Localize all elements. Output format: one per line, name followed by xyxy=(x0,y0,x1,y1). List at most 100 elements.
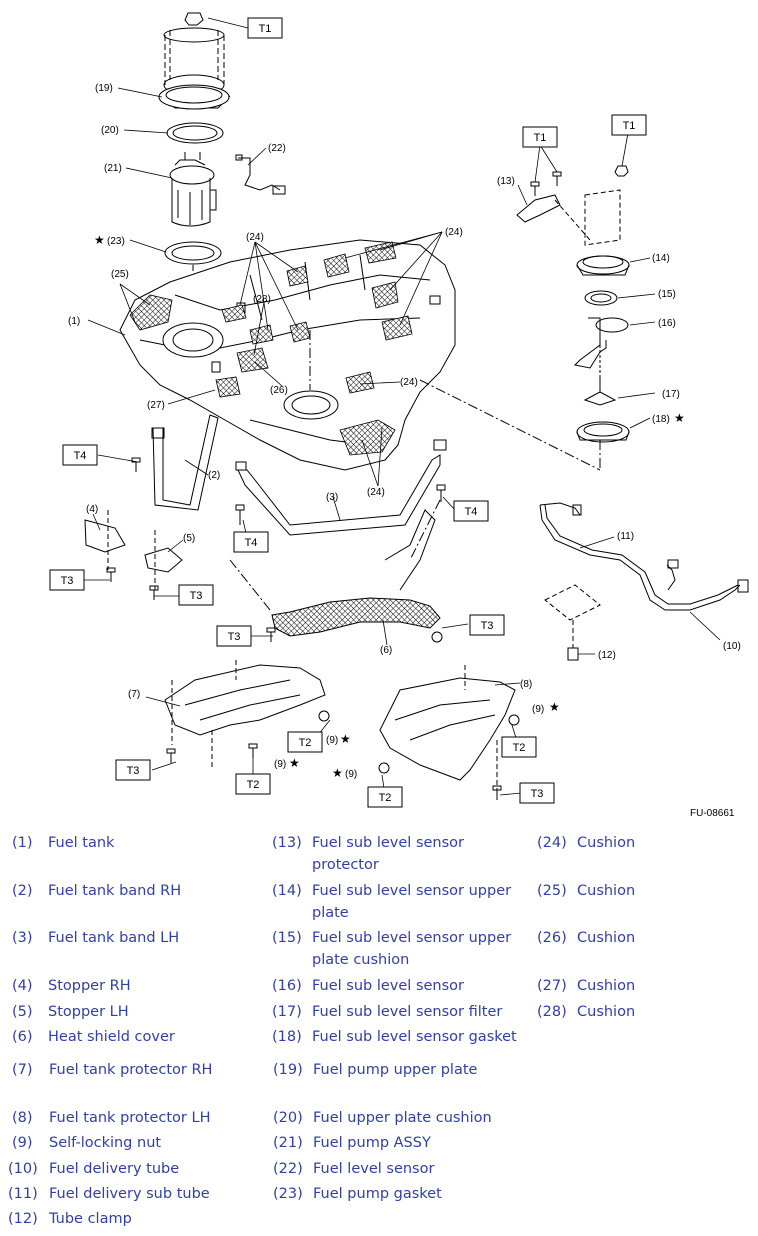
torque-box-t2-d: T2 xyxy=(501,736,537,758)
tube-clamp-drawing xyxy=(544,584,601,661)
leader-lines xyxy=(83,17,721,796)
fuel-upper-plate-cushion-drawing xyxy=(166,122,224,144)
torque-label: T4 xyxy=(465,506,478,518)
star-mark: ★ xyxy=(289,756,300,770)
legend-number: (13) xyxy=(272,835,302,851)
callout-14: (14) xyxy=(652,253,670,264)
callout-1: (1) xyxy=(68,316,80,327)
callout-2: (2) xyxy=(208,470,220,481)
legend-number: (3) xyxy=(12,930,33,946)
fuel-delivery-sub-tube-drawing xyxy=(539,502,679,591)
legend-number: (7) xyxy=(12,1062,33,1078)
legend-number: (24) xyxy=(537,835,567,851)
star-mark: ★ xyxy=(549,700,560,714)
star-mark: ★ xyxy=(340,732,351,746)
callout-24-a: (24) xyxy=(246,232,264,243)
torque-box-t1-top: T1 xyxy=(247,17,283,39)
self-locking-nut-drawings xyxy=(318,631,520,774)
legend-text: Fuel level sensor xyxy=(313,1161,435,1177)
callout-13: (13) xyxy=(497,176,515,187)
fuel-pump-gasket-drawing xyxy=(164,241,222,265)
fuel-sub-level-sensor-protector-drawing xyxy=(516,194,591,241)
torque-label: T3 xyxy=(190,590,203,602)
legend-text: Fuel pump gasket xyxy=(313,1186,442,1202)
legend-text: Fuel pump ASSY xyxy=(313,1135,431,1151)
legend-number: (21) xyxy=(273,1135,303,1151)
callout-16: (16) xyxy=(658,318,676,329)
fuel-delivery-tube-drawing xyxy=(539,504,749,611)
callout-19: (19) xyxy=(95,83,113,94)
legend-text: Fuel tank protector LH xyxy=(49,1110,211,1126)
torque-box-t2-c: T2 xyxy=(367,786,403,808)
parts-legend: (1)Fuel tank (2)Fuel tank band RH (3)Fue… xyxy=(0,830,758,1230)
legend-number: (19) xyxy=(273,1062,303,1078)
fuel-sub-level-sensor-filter-drawing xyxy=(583,375,617,406)
fuel-sub-level-sensor-upper-plate-drawing xyxy=(576,165,630,276)
callout-18: (18) xyxy=(652,414,670,425)
legend-number: (22) xyxy=(273,1161,303,1177)
fuel-tank-band-lh-drawing xyxy=(235,439,447,536)
legend-number: (9) xyxy=(12,1135,33,1151)
callout-17: (17) xyxy=(662,389,680,400)
legend-number: (17) xyxy=(272,1004,302,1020)
callout-24-c: (24) xyxy=(400,377,418,388)
callout-9-c: (9) xyxy=(345,769,357,780)
callout-7: (7) xyxy=(128,689,140,700)
fuel-tank-band-rh-drawing xyxy=(151,414,219,511)
legend-text: Fuel sub level sensor upper plate xyxy=(312,883,512,921)
fuel-level-sensor-drawing xyxy=(235,154,286,195)
stopper-rh-drawing xyxy=(84,510,126,570)
torque-label: T3 xyxy=(61,575,74,587)
callout-22: (22) xyxy=(268,143,286,154)
legend-number: (23) xyxy=(273,1186,303,1202)
legend-text: Fuel sub level sensor filter xyxy=(312,1004,503,1020)
legend-text: Fuel tank band RH xyxy=(48,883,182,899)
legend-number: (2) xyxy=(12,883,33,899)
legend-text: Cushion xyxy=(577,930,636,946)
legend-number: (15) xyxy=(272,930,302,946)
torque-label: T3 xyxy=(228,631,241,643)
legend-number: (12) xyxy=(8,1211,38,1227)
torque-box-t3-d: T3 xyxy=(469,614,505,636)
torque-box-t4-c: T4 xyxy=(453,500,489,522)
legend-text: Tube clamp xyxy=(49,1211,132,1227)
legend-text: Fuel delivery tube xyxy=(49,1161,180,1177)
callout-10: (10) xyxy=(723,641,741,652)
callout-20: (20) xyxy=(101,125,119,136)
torque-label: T1 xyxy=(534,132,547,144)
legend-text: Self-locking nut xyxy=(49,1135,162,1151)
stopper-lh-drawing xyxy=(144,530,183,590)
legend-number: (18) xyxy=(272,1029,302,1045)
fuel-sub-level-sensor-upper-plate-cushion-drawing xyxy=(584,290,618,306)
callout-3: (3) xyxy=(326,492,338,503)
torque-box-t1-right-b: T1 xyxy=(611,114,647,136)
torque-box-t4-a: T4 xyxy=(62,444,98,466)
cushion-patches xyxy=(129,241,413,456)
callout-15: (15) xyxy=(658,289,676,300)
legend-number: (14) xyxy=(272,883,302,899)
legend-text: Fuel sub level sensor protector xyxy=(312,835,464,873)
figure-id: FU-08661 xyxy=(690,808,735,819)
torque-label: T4 xyxy=(74,450,87,462)
torque-label: T2 xyxy=(299,737,312,749)
callout-25: (25) xyxy=(111,269,129,280)
callout-9-a: (9) xyxy=(326,735,338,746)
exploded-parts-diagram: T1 T1 T1 T2 T2 T2 T2 T3 T3 T3 T3 T3 T3 T… xyxy=(49,12,749,808)
legend-number: (6) xyxy=(12,1029,33,1045)
assembly-lines xyxy=(229,330,601,611)
callout-24-b: (24) xyxy=(445,227,463,238)
legend-number: (28) xyxy=(537,1004,567,1020)
callout-12: (12) xyxy=(598,650,616,661)
legend-text: Fuel pump upper plate xyxy=(313,1062,478,1078)
callout-4: (4) xyxy=(86,504,98,515)
legend-number: (16) xyxy=(272,978,302,994)
torque-box-t3-c: T3 xyxy=(216,625,252,647)
legend-text: Cushion xyxy=(577,835,636,851)
torque-box-t3-a: T3 xyxy=(49,569,85,591)
callout-11: (11) xyxy=(617,531,634,542)
torque-box-t3-e: T3 xyxy=(115,759,151,781)
torque-label: T1 xyxy=(623,120,636,132)
legend-text: Fuel sub level sensor gasket xyxy=(312,1029,517,1045)
legend-text: Fuel tank xyxy=(48,835,115,851)
fuel-pump-upper-plate-drawing xyxy=(158,12,231,110)
